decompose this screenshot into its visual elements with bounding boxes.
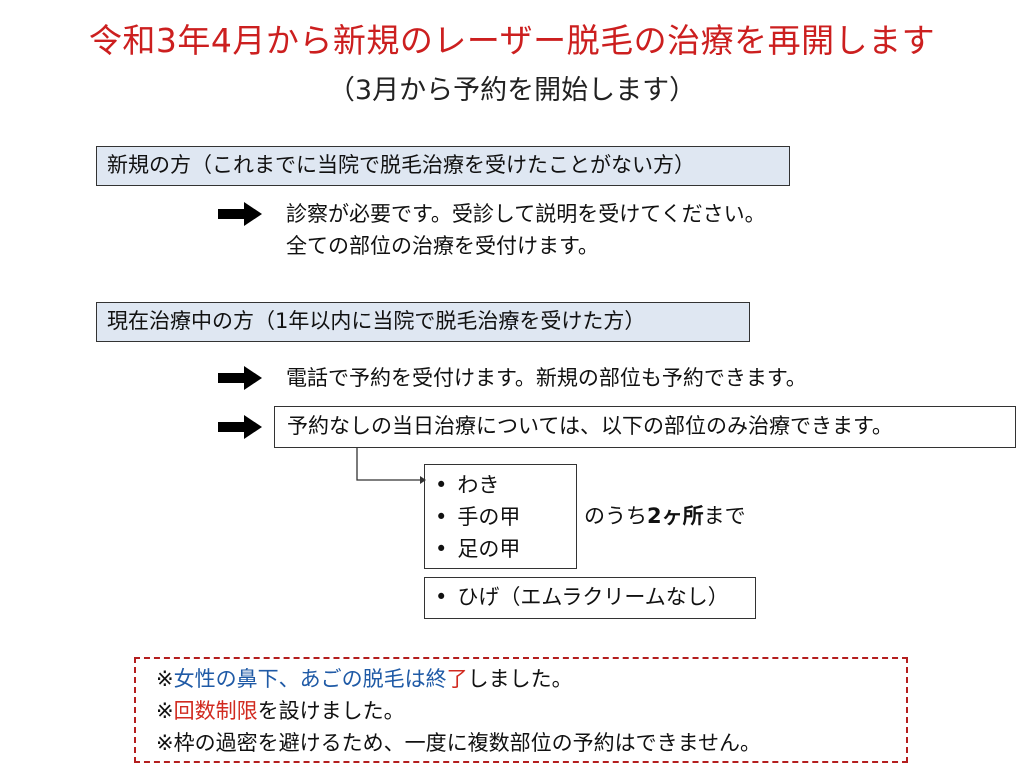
bullet-icon: • <box>435 585 448 609</box>
page-title: 令和3年4月から新規のレーザー脱毛の治療を再開します <box>88 21 936 60</box>
notice-line-1: ※女性の鼻下、あごの脱毛は終了しました。 <box>156 667 573 691</box>
notice-line-2: ※回数制限を設けました。 <box>156 699 405 723</box>
right-arrow-icon <box>218 202 262 226</box>
new-patients-line-2: 全ての部位の治療を受付けます。 <box>286 234 599 258</box>
bullet-icon: • <box>435 537 448 561</box>
bullet-icon: • <box>435 473 448 497</box>
connector-arrow <box>356 448 426 484</box>
part-back-of-hand: 手の甲 <box>457 505 521 529</box>
list-item: • わき <box>435 469 576 501</box>
list-item: • 手の甲 <box>435 501 576 533</box>
beard-option-box: • ひげ（エムラクリームなし） <box>424 577 756 619</box>
beard-label: ひげ（エムラクリームなし） <box>457 585 729 609</box>
current-patients-line-1: 電話で予約を受付けます。新規の部位も予約できます。 <box>286 366 807 390</box>
page-subtitle: （3月から予約を開始します） <box>327 75 697 106</box>
new-patients-line-1: 診察が必要です。受診して説明を受けてください。 <box>286 202 766 226</box>
list-item: • 足の甲 <box>435 533 576 565</box>
notice-line-3: ※枠の過密を避けるため、一度に複数部位の予約はできません。 <box>156 731 761 755</box>
treatable-parts-list: • わき • 手の甲 • 足の甲 <box>424 464 577 569</box>
parts-limit-count: 2ヶ所 <box>647 504 704 528</box>
new-patients-heading: 新規の方（これまでに当院で脱毛治療を受けたことがない方） <box>96 146 790 186</box>
parts-limit-note: のうち2ヶ所まで <box>584 504 746 528</box>
part-armpit: わき <box>457 473 500 497</box>
same-day-treatment-box: 予約なしの当日治療については、以下の部位のみ治療できます。 <box>274 406 1016 448</box>
right-arrow-icon <box>218 415 262 439</box>
part-top-of-foot: 足の甲 <box>457 537 521 561</box>
right-arrow-icon <box>218 366 262 390</box>
bullet-icon: • <box>435 505 448 529</box>
current-patients-heading: 現在治療中の方（1年以内に当院で脱毛治療を受けた方） <box>96 302 750 342</box>
notice-box: ※女性の鼻下、あごの脱毛は終了しました。 ※回数制限を設けました。 ※枠の過密を… <box>134 657 908 763</box>
